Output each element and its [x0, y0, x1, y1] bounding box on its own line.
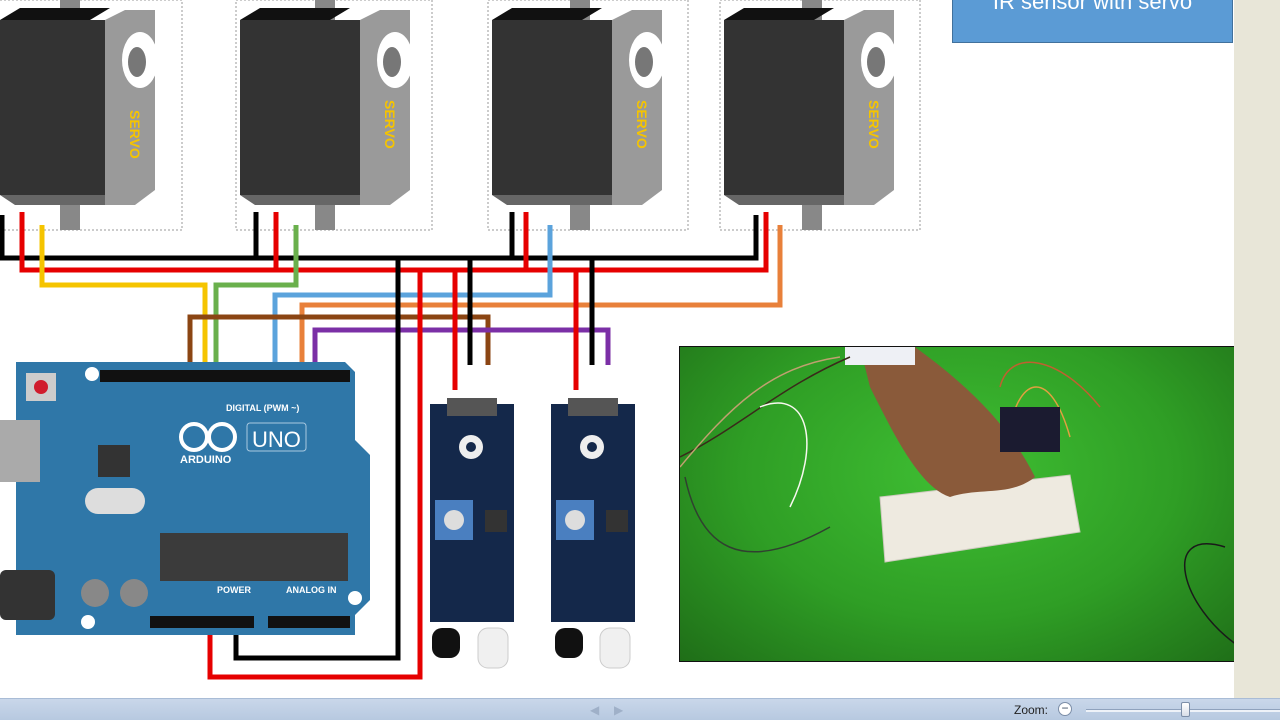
- usb-port: [0, 420, 40, 482]
- ir-sensor-1: [430, 398, 514, 669]
- analog-label: ANALOG IN: [286, 585, 337, 595]
- digital-header-label: DIGITAL (PWM ~): [226, 403, 299, 413]
- ir-emitter-icon: [599, 627, 631, 669]
- ir-receiver-icon: [432, 628, 460, 658]
- zoom-label: Zoom:: [1014, 703, 1049, 717]
- power-header: [150, 616, 254, 628]
- servo-label: SERVO: [127, 110, 143, 159]
- ir-sensor-2: [551, 398, 635, 669]
- hand: [845, 347, 1035, 497]
- reset-button-icon: [34, 380, 48, 394]
- ir-emitter-icon: [477, 627, 509, 669]
- wire-blue: [272, 225, 553, 370]
- digital-header: [100, 370, 350, 382]
- ir-receiver-icon: [555, 628, 583, 658]
- wiring-diagram: SERVO SERVO SERVO: [0, 0, 921, 680]
- zoom-out-icon[interactable]: −: [1058, 702, 1072, 716]
- power-label: POWER: [217, 585, 252, 595]
- previous-slide-icon[interactable]: ◀: [590, 703, 600, 717]
- hardware-photo: [679, 346, 1234, 662]
- next-slide-icon[interactable]: ▶: [614, 703, 624, 717]
- servo-4: SERVO: [719, 0, 921, 231]
- arduino-uno-board: DIGITAL (PWM ~) ARDUINO UNO POWER ANALOG…: [0, 362, 370, 635]
- wire-yellow: [39, 225, 208, 370]
- arduino-logo-icon: [179, 422, 237, 452]
- wire-vcc-ir1: [207, 270, 423, 680]
- wire-gnd-bus: [0, 215, 759, 261]
- arduino-model: UNO: [252, 427, 301, 452]
- wire-vcc-bus: [19, 212, 769, 273]
- zoom-slider-thumb[interactable]: [1181, 702, 1190, 717]
- servo-3: SERVO: [487, 0, 689, 231]
- power-jack: [0, 570, 55, 620]
- side-pane: [1234, 0, 1280, 698]
- slide-title[interactable]: IR sensor with servo: [952, 0, 1233, 43]
- wire-green: [213, 225, 299, 370]
- servo-2: SERVO: [235, 0, 433, 231]
- status-bar: ◀ ▶ Zoom: −: [0, 698, 1280, 720]
- wire-orange: [299, 225, 783, 370]
- wire-purple: [312, 327, 611, 370]
- wire-brown: [187, 314, 491, 370]
- jumper-wires: [680, 356, 1234, 644]
- arduino-photo: [1000, 407, 1060, 452]
- wires: [0, 212, 783, 680]
- analog-header: [268, 616, 350, 628]
- servo-1: SERVO: [0, 0, 183, 231]
- servo-label: SERVO: [382, 100, 398, 149]
- arduino-brand: ARDUINO: [180, 454, 232, 466]
- atmega-chip: [160, 533, 348, 581]
- slide-canvas: SERVO SERVO SERVO: [0, 0, 1234, 680]
- servo-label: SERVO: [634, 100, 650, 149]
- wire-gnd-ir1: [233, 258, 401, 661]
- servo-label: SERVO: [866, 100, 882, 149]
